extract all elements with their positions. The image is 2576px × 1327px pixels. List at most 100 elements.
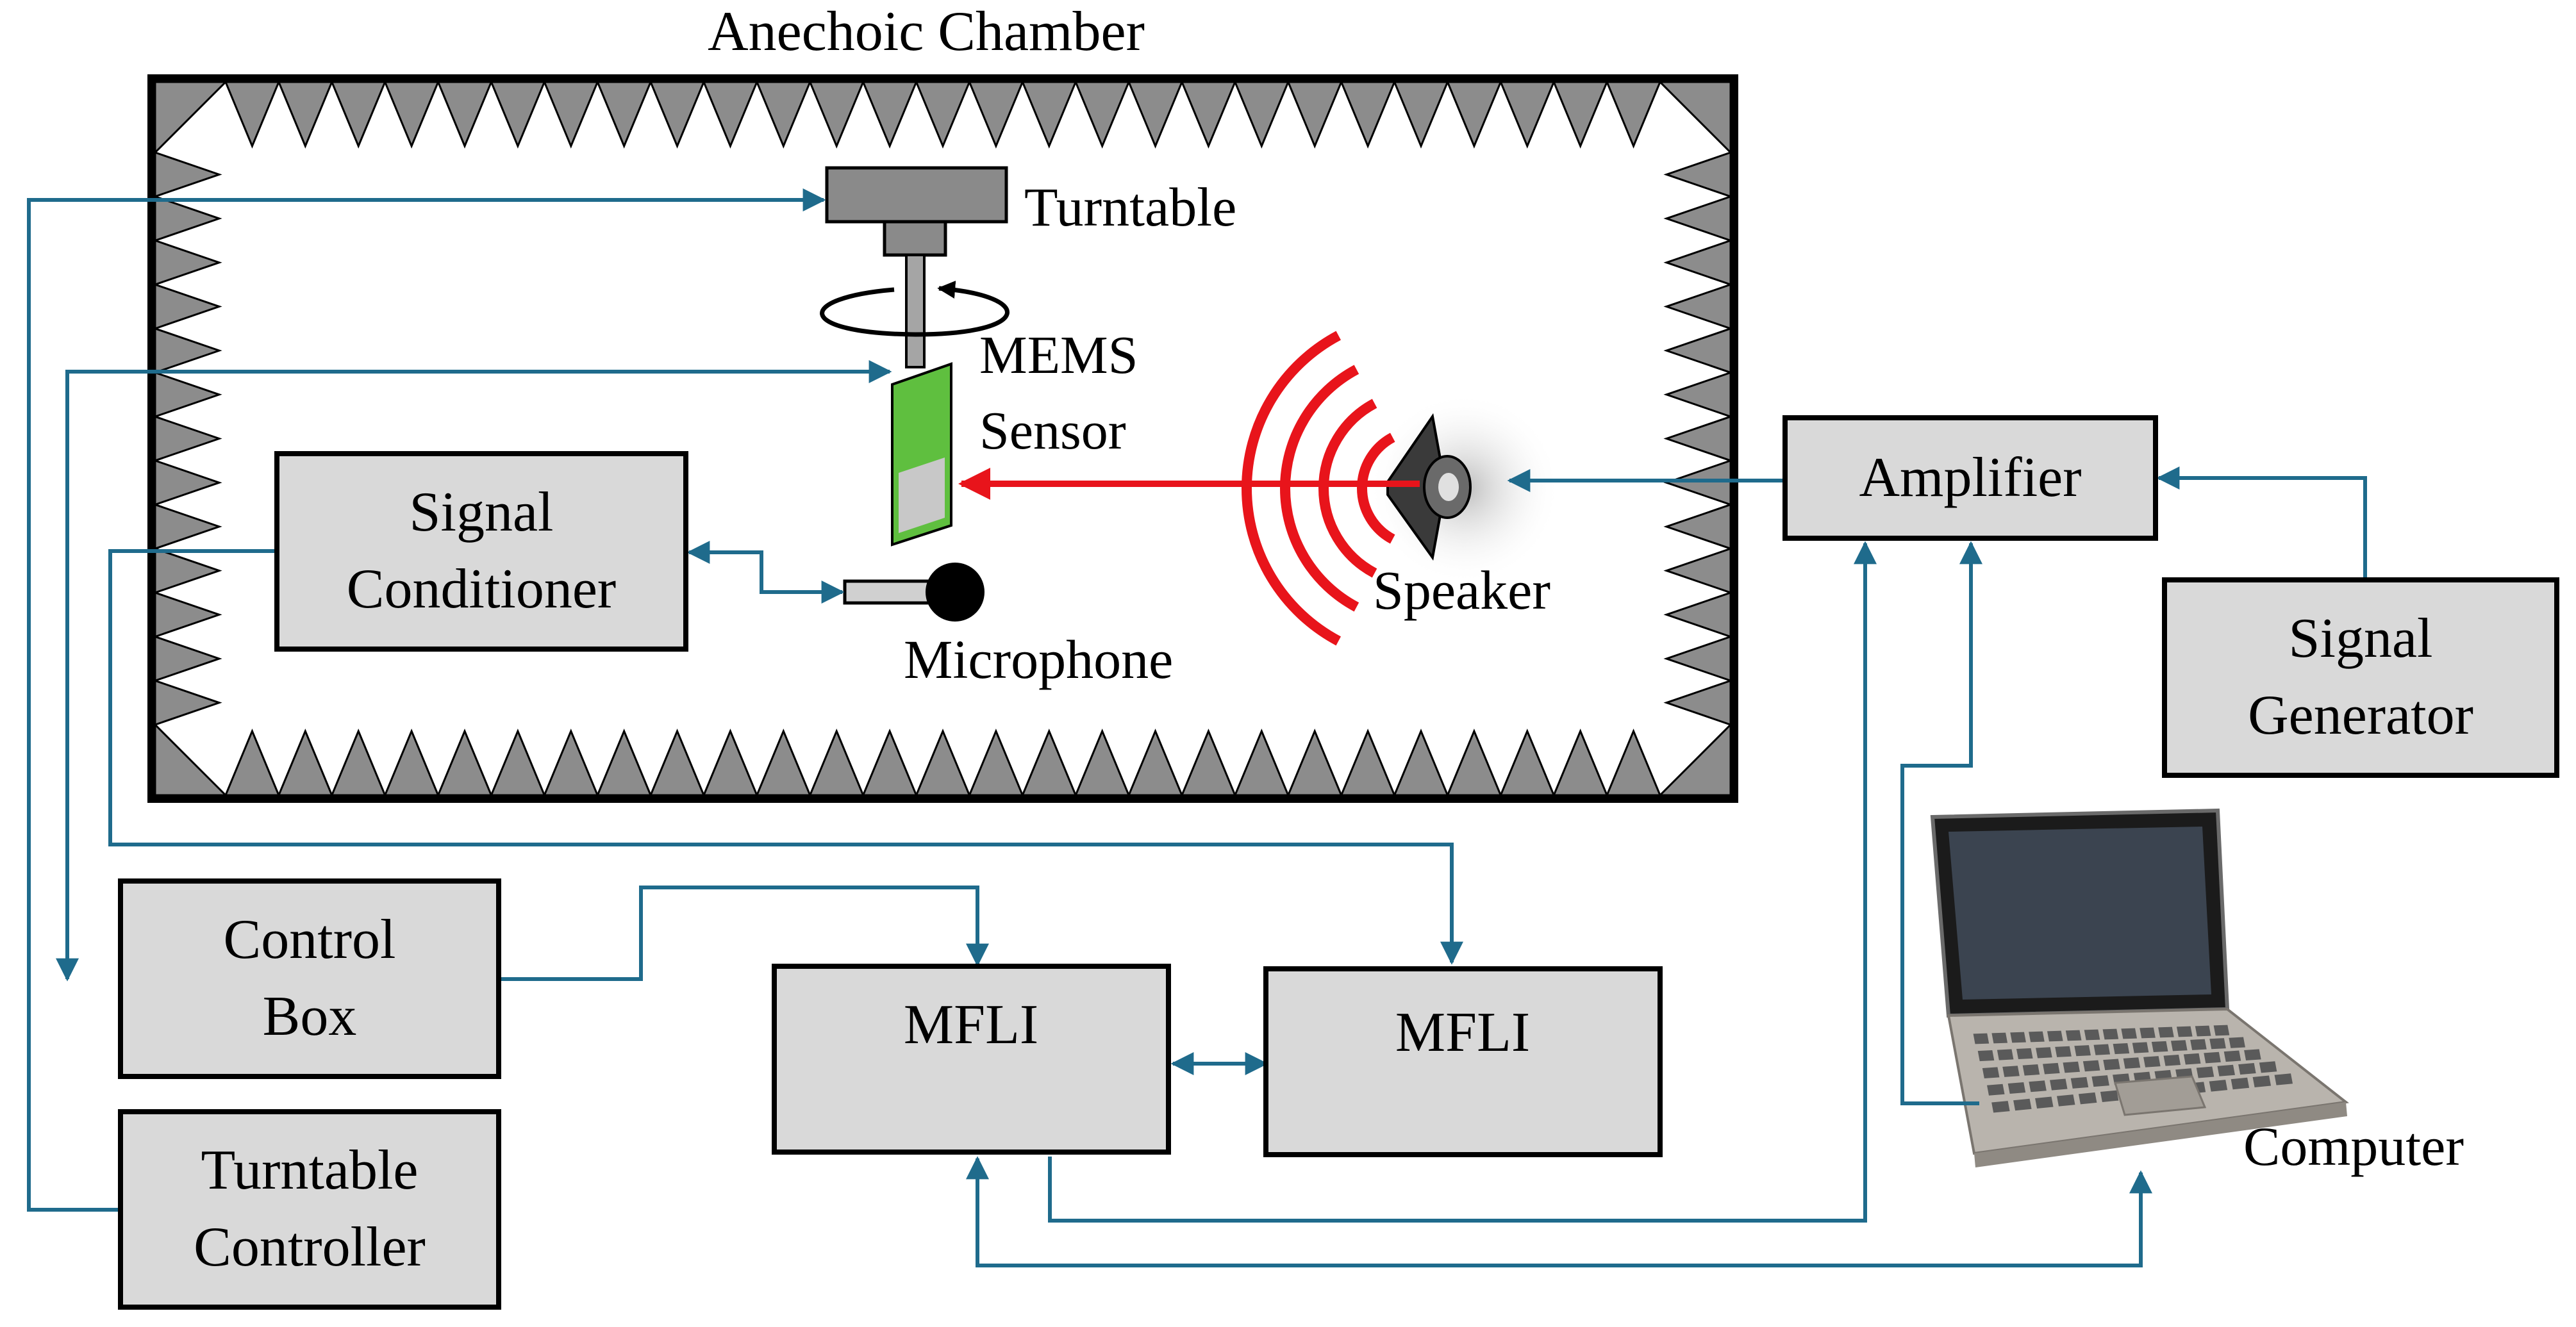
absorber-wedge-right	[1663, 151, 1732, 198]
laptop-key	[2084, 1029, 2100, 1041]
laptop-key	[2055, 1046, 2072, 1057]
turntable-controller-line1: Turntable	[201, 1139, 419, 1201]
absorber-wedge-top	[436, 81, 493, 149]
mfli-left-box: MFLI	[772, 964, 1171, 1155]
laptop-key	[2143, 1056, 2161, 1067]
absorber-wedge-top	[490, 81, 546, 149]
absorber-corner	[1658, 81, 1732, 155]
absorber-wedge-right	[1663, 327, 1732, 374]
laptop-key	[1991, 1032, 2008, 1044]
absorber-wedge-bottom	[1233, 729, 1290, 796]
absorber-wedge-bottom	[915, 729, 971, 796]
absorber-wedge-bottom	[1446, 729, 1502, 796]
wire-conditioner-to-mfli-right	[108, 549, 1463, 965]
laptop-key	[2043, 1062, 2060, 1075]
laptop-key	[2204, 1051, 2221, 1064]
turntable-controller-line2: Controller	[194, 1216, 426, 1278]
absorber-wedge-right	[1663, 371, 1732, 418]
laptop-key	[2065, 1030, 2082, 1041]
laptop-key	[2007, 1082, 2026, 1094]
laptop-key	[2132, 1042, 2149, 1053]
laptop-key	[2163, 1055, 2181, 1066]
laptop-key	[2151, 1041, 2168, 1053]
absorber-wedge-right	[1663, 415, 1732, 462]
turntable-controller-box: Turntable Controller	[118, 1109, 501, 1310]
sound-wave-arc	[1318, 399, 1377, 578]
absorber-wedge-bottom	[1552, 729, 1609, 796]
laptop-key	[2050, 1078, 2068, 1091]
laptop-key	[2078, 1092, 2097, 1105]
absorber-wedge-top	[755, 81, 812, 149]
absorber-wedge-top	[1286, 81, 1343, 149]
computer-label: Computer	[2243, 1116, 2464, 1177]
mems-label-line1: MEMS	[979, 326, 1138, 385]
absorber-wedge-top	[383, 81, 440, 149]
absorber-wedge-left	[154, 239, 222, 286]
absorber-wedge-top	[649, 81, 706, 149]
turntable-label: Turntable	[1024, 176, 1236, 238]
laptop-key	[2070, 1076, 2089, 1089]
signal-generator-box: Signal Generator	[2162, 577, 2559, 778]
laptop-key	[1982, 1067, 2000, 1078]
absorber-wedge-bottom	[1340, 729, 1396, 796]
laptop-key	[2047, 1030, 2063, 1042]
amplifier-box: Amplifier	[1782, 415, 2158, 541]
laptop-key	[1987, 1084, 2005, 1096]
absorber-wedge-bottom	[1605, 729, 1662, 796]
laptop-key	[2229, 1037, 2245, 1048]
absorber-wedge-top	[330, 81, 386, 149]
absorber-wedge-top	[1605, 81, 1662, 149]
wire-turntable-controller-to-turntable	[27, 188, 826, 1212]
wire-conditioner-microphone	[686, 541, 845, 604]
absorber-wedge-right	[1663, 239, 1732, 286]
absorber-wedge-right	[1663, 547, 1732, 595]
sound-wave-arc	[1242, 331, 1342, 646]
absorber-wedge-bottom	[1127, 729, 1184, 796]
mfli-right-box: MFLI	[1263, 966, 1663, 1157]
laptop-key	[2010, 1032, 2026, 1043]
turntable	[820, 166, 1010, 368]
laptop-key	[2016, 1048, 2033, 1060]
absorber-wedge-top	[968, 81, 1024, 149]
laptop-key	[1973, 1033, 1990, 1044]
absorber-wedge-top	[1393, 81, 1449, 149]
chamber-title: Anechoic Chamber	[708, 1, 1145, 63]
wire-generator-to-amplifier	[2156, 466, 2367, 578]
absorber-wedge-top	[1074, 81, 1131, 149]
speaker-label: Speaker	[1373, 559, 1550, 621]
signal-conditioner-line1: Signal	[410, 481, 554, 543]
laptop-key	[2140, 1027, 2156, 1039]
absorber-wedge-top	[1340, 81, 1396, 149]
laptop-key	[2223, 1050, 2241, 1062]
absorber-corner	[1658, 722, 1732, 796]
rotation-arrow-icon	[820, 281, 1010, 337]
laptop-icon	[1930, 808, 2349, 1167]
laptop-key	[2093, 1044, 2111, 1055]
mems-sensor	[891, 362, 952, 547]
absorber-wedge-bottom	[968, 729, 1024, 796]
absorber-wedge-left	[154, 195, 222, 242]
sound-waves	[1242, 331, 1395, 646]
laptop-key	[2259, 1061, 2277, 1073]
signal-conditioner-line2: Conditioner	[347, 558, 616, 620]
laptop-key	[2183, 1053, 2201, 1065]
absorber-wedge-top	[1552, 81, 1609, 149]
absorber-wedge-top	[861, 81, 918, 149]
absorber-wedge-right	[1663, 635, 1732, 682]
microphone-label: Microphone	[904, 629, 1173, 690]
signal-generator-line1: Signal	[2289, 607, 2433, 670]
absorber-wedge-right	[1663, 591, 1732, 638]
control-box: Control Box	[118, 878, 501, 1079]
laptop-key	[2190, 1039, 2207, 1050]
laptop-key	[1997, 1049, 2014, 1060]
wire-control-box-to-mems	[56, 360, 892, 982]
laptop-key	[2029, 1031, 2045, 1043]
laptop-key	[2213, 1025, 2230, 1036]
absorber-wedge-top	[808, 81, 865, 149]
laptop-key	[2274, 1073, 2293, 1085]
laptop-key	[2252, 1075, 2272, 1087]
absorber-wedge-top	[1446, 81, 1502, 149]
speaker	[1368, 392, 1561, 584]
control-box-line2: Box	[263, 985, 357, 1048]
laptop-key	[2029, 1080, 2047, 1092]
